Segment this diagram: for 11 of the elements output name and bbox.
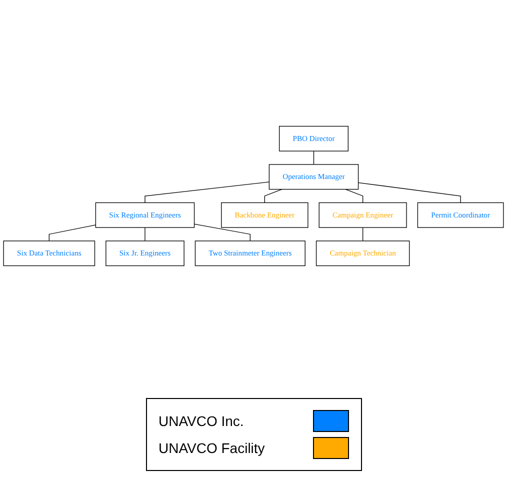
connector [48, 224, 96, 242]
legend-label: UNAVCO Inc. [158, 413, 244, 429]
connector [345, 188, 364, 204]
connector [144, 182, 270, 204]
connector [362, 227, 364, 242]
connector [313, 150, 314, 165]
connector [358, 182, 461, 204]
connector [264, 188, 282, 204]
connector [194, 224, 250, 242]
connector [144, 227, 146, 242]
legend-label: UNAVCO Facility [158, 440, 265, 456]
